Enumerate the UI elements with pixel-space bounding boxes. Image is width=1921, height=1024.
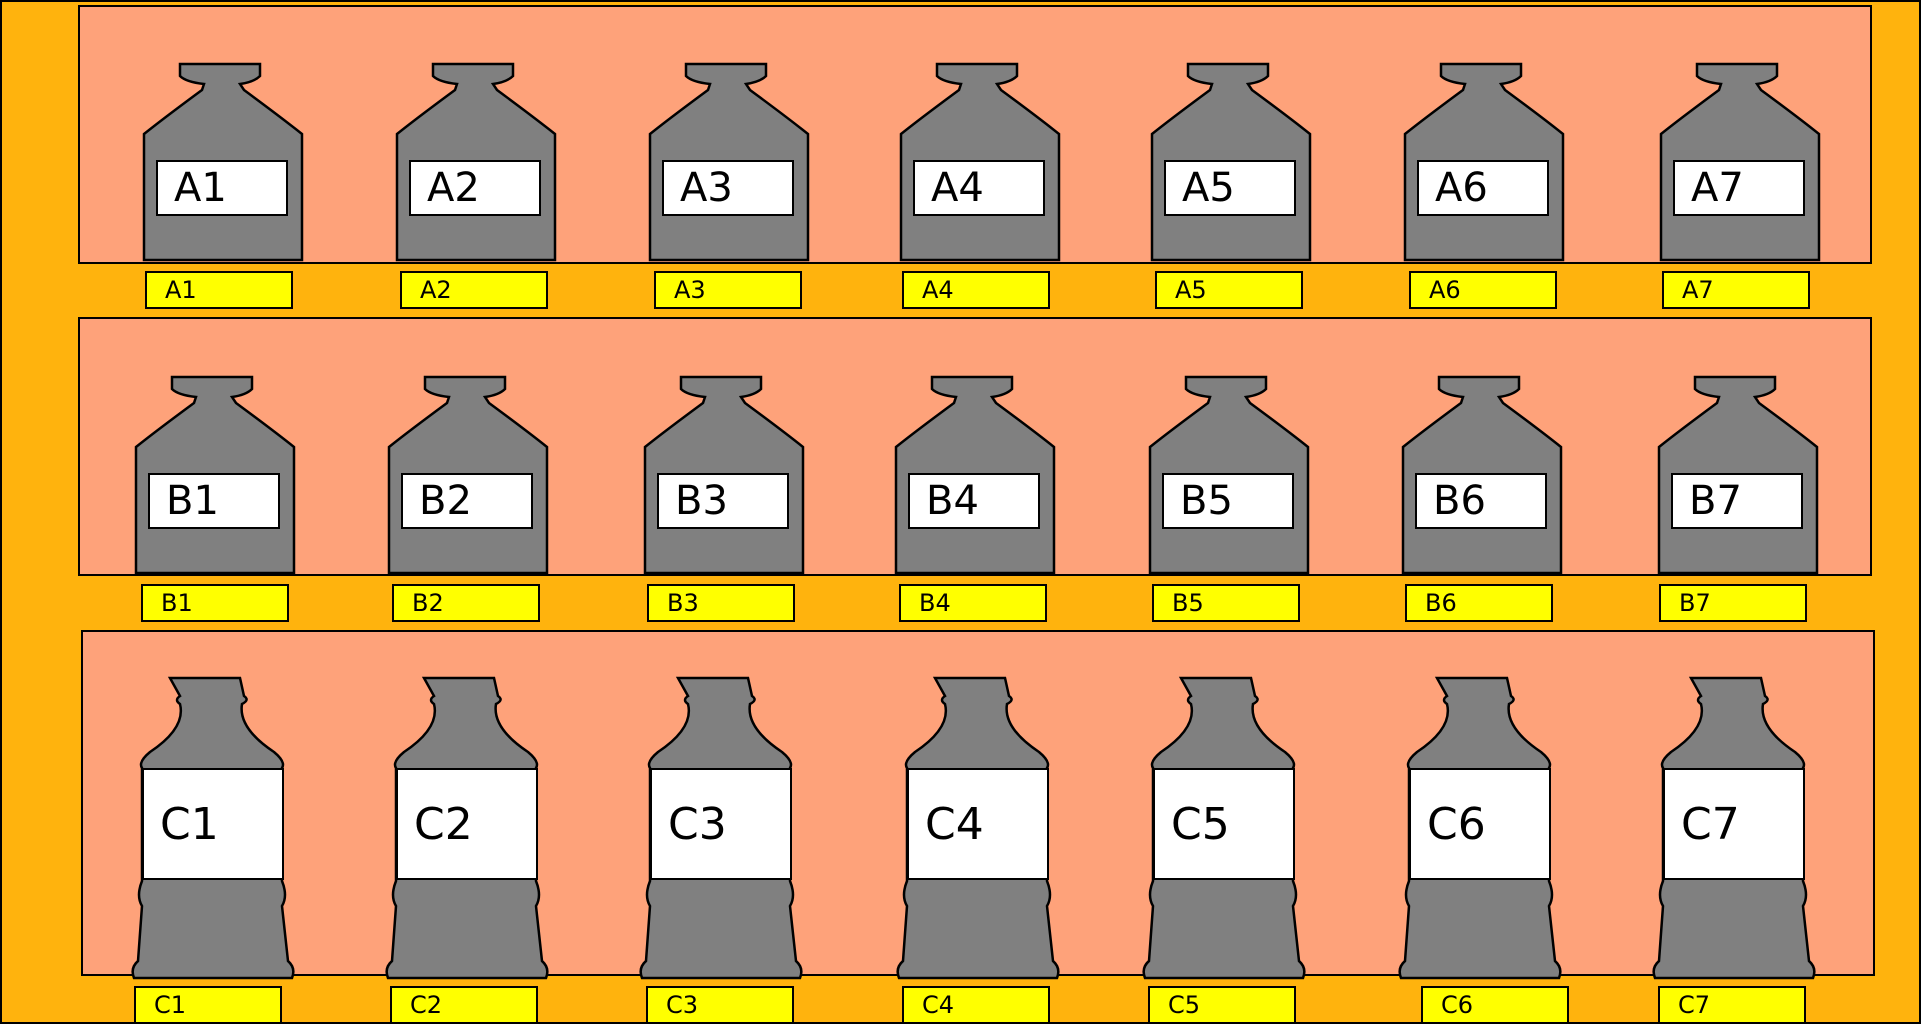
slot-tag-b7[interactable]: B7 (1659, 584, 1807, 622)
bottle-label: B4 (908, 473, 1040, 529)
slot-tag-a1[interactable]: A1 (145, 271, 293, 309)
bottle-label: C4 (907, 768, 1049, 880)
bottle-label: A4 (913, 160, 1045, 216)
bottle-label: A2 (409, 160, 541, 216)
bottle-label: B2 (401, 473, 533, 529)
slot-tag-c2[interactable]: C2 (390, 986, 538, 1022)
slot-tag-b3[interactable]: B3 (647, 584, 795, 622)
slot-tag-a2[interactable]: A2 (400, 271, 548, 309)
slot-tag-b6[interactable]: B6 (1405, 584, 1553, 622)
bottle-label: C7 (1663, 768, 1805, 880)
slot-tag-b5[interactable]: B5 (1152, 584, 1300, 622)
bottle-label: B7 (1671, 473, 1803, 529)
bottle-label: A5 (1164, 160, 1296, 216)
bottle-label: A1 (156, 160, 288, 216)
bottle-label: C1 (142, 768, 284, 880)
slot-tag-c3[interactable]: C3 (646, 986, 794, 1022)
slot-tag-c1[interactable]: C1 (134, 986, 282, 1022)
bottle-label: A6 (1417, 160, 1549, 216)
slot-tag-a6[interactable]: A6 (1409, 271, 1557, 309)
bottle-label: A7 (1673, 160, 1805, 216)
slot-tag-c6[interactable]: C6 (1421, 986, 1569, 1022)
slot-tag-b2[interactable]: B2 (392, 584, 540, 622)
slot-tag-b1[interactable]: B1 (141, 584, 289, 622)
bottle-label: C5 (1153, 768, 1295, 880)
slot-tag-b4[interactable]: B4 (899, 584, 1047, 622)
slot-tag-a7[interactable]: A7 (1662, 271, 1810, 309)
slot-tag-a4[interactable]: A4 (902, 271, 1050, 309)
bottle-label: A3 (662, 160, 794, 216)
slot-tag-a3[interactable]: A3 (654, 271, 802, 309)
slot-tag-c7[interactable]: C7 (1658, 986, 1806, 1022)
bottle-label: C3 (650, 768, 792, 880)
slot-tag-c4[interactable]: C4 (902, 986, 1050, 1022)
bottle-label: B5 (1162, 473, 1294, 529)
bottle-label: B1 (148, 473, 280, 529)
slot-tag-c5[interactable]: C5 (1148, 986, 1296, 1022)
bottle-label: C2 (396, 768, 538, 880)
slot-tag-a5[interactable]: A5 (1155, 271, 1303, 309)
bottle-label: B6 (1415, 473, 1547, 529)
bottle-label: B3 (657, 473, 789, 529)
bottle-label: C6 (1409, 768, 1551, 880)
